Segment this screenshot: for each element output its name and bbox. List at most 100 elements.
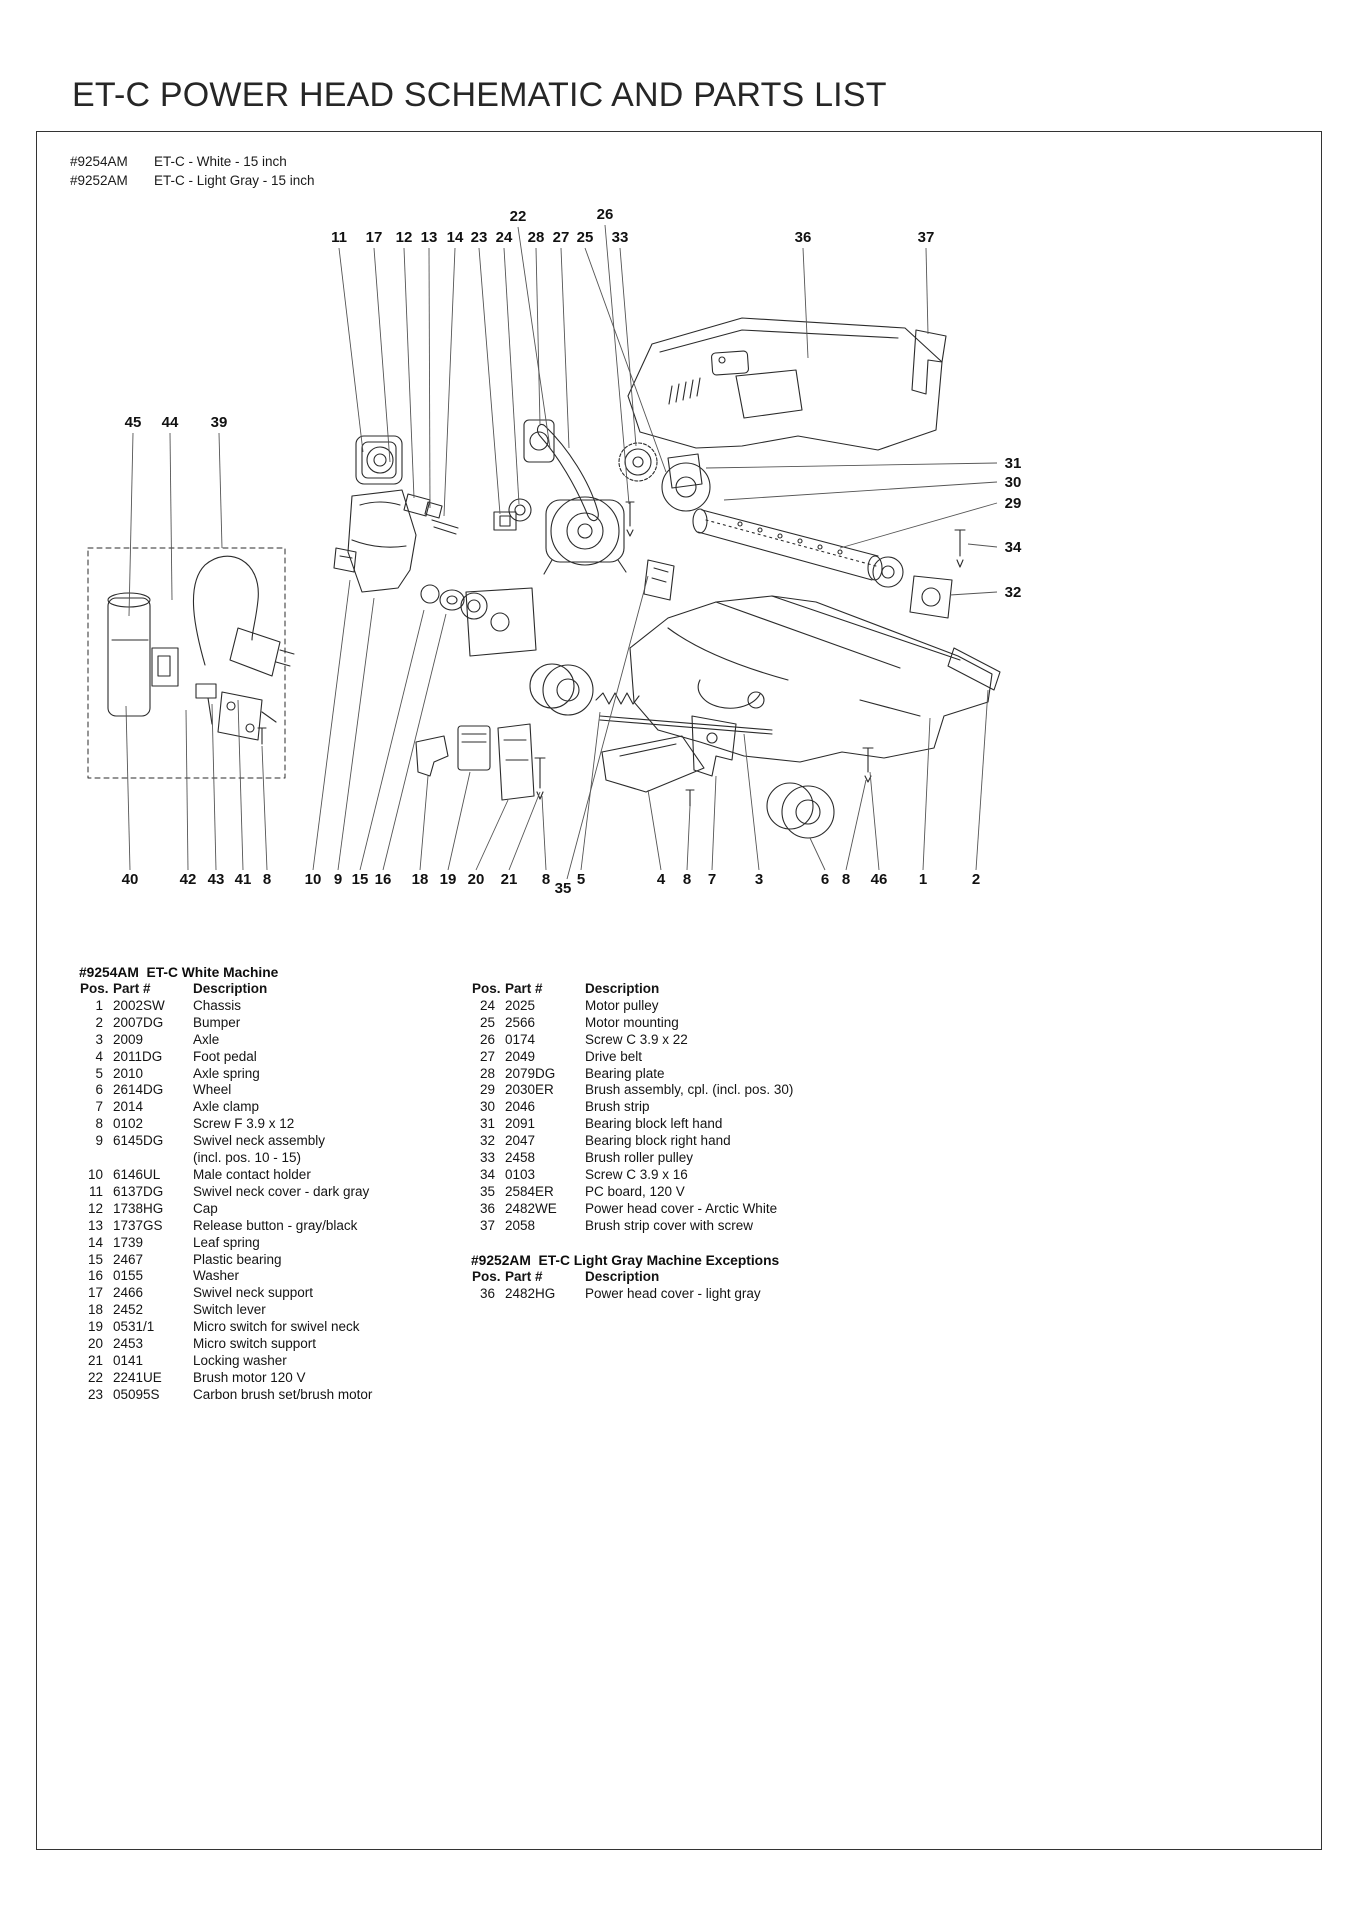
callout-37: 37	[918, 229, 935, 246]
pos-cell: 5	[95, 1065, 103, 1081]
pos-cell: 37	[479, 1217, 495, 1233]
leader-line	[541, 795, 547, 871]
pos-cell: 31	[479, 1116, 495, 1132]
leader-line	[373, 247, 391, 463]
description-cell: Washer	[193, 1268, 240, 1284]
callout-8: 8	[263, 871, 271, 888]
pos-cell: 1	[95, 997, 103, 1013]
leader-line	[566, 575, 649, 880]
leader-line	[535, 247, 541, 425]
part-number-cell: 2614DG	[113, 1082, 164, 1098]
part-number-cell: 2058	[505, 1217, 536, 1233]
part-number-cell: 0155	[113, 1268, 144, 1284]
description-cell: Axle clamp	[193, 1099, 260, 1115]
callout-15: 15	[352, 871, 369, 888]
part-number-cell: 2467	[113, 1251, 144, 1267]
description-cell: Swivel neck assembly	[193, 1133, 326, 1149]
leader-line	[237, 699, 244, 871]
pos-cell: 22	[87, 1369, 103, 1385]
part-number-cell	[113, 1150, 193, 1167]
callout-40: 40	[122, 871, 139, 888]
callout-35: 35	[555, 880, 572, 897]
pos-cell: 20	[87, 1336, 103, 1352]
part-number-cell: 6145DG	[113, 1133, 164, 1149]
part-number-cell: 0103	[505, 1166, 536, 1182]
leader-line	[475, 799, 509, 871]
parts-list-panel: #9254AM ET-C White Machine Pos. Part # D…	[36, 934, 1322, 1850]
leader-line	[967, 543, 998, 548]
model-code: #9252AM	[70, 173, 128, 188]
white-machine-heading: #9254AM ET-C White Machine	[79, 965, 279, 980]
leader-line	[517, 226, 551, 449]
callout-21: 21	[501, 871, 518, 888]
callout-4: 4	[657, 871, 666, 888]
pos-cell: 12	[87, 1200, 103, 1216]
callout-30: 30	[1005, 474, 1022, 491]
pos-cell: 34	[479, 1166, 495, 1182]
model-code: #9254AM	[70, 154, 128, 169]
part-number-cell: 1738HG	[113, 1200, 164, 1216]
description-cell: Brush motor 120 V	[193, 1369, 306, 1385]
part-number-cell: 2030ER	[505, 1082, 554, 1098]
leader-line	[604, 224, 630, 505]
callout-7: 7	[708, 871, 716, 888]
description-cell: Plastic bearing	[193, 1251, 282, 1267]
pos-cell: 15	[87, 1251, 103, 1267]
description-cell: Bumper	[193, 1014, 241, 1030]
part-number-cell: 2002SW	[113, 997, 165, 1013]
pos-cell: 14	[87, 1234, 103, 1250]
callout-44: 44	[162, 414, 179, 431]
table-header: Pos. Part # Description	[471, 1269, 971, 1286]
pos-cell: 26	[479, 1031, 495, 1047]
pos-cell	[79, 1150, 113, 1167]
parts-row: (incl. pos. 10 - 15)	[79, 1150, 469, 1167]
description-cell: Power head cover - Arctic White	[585, 1200, 778, 1216]
callout-6: 6	[821, 871, 829, 888]
description-cell: Axle spring	[193, 1065, 260, 1081]
pos-cell: 18	[87, 1302, 103, 1318]
description-cell: Cap	[193, 1200, 218, 1216]
description-cell: Switch lever	[193, 1302, 266, 1318]
pos-cell: 29	[479, 1082, 495, 1098]
pos-cell: 28	[479, 1065, 495, 1081]
pos-header: Pos.	[472, 1268, 501, 1284]
part-number-cell: 2452	[113, 1302, 144, 1318]
callout-10: 10	[305, 871, 322, 888]
description-header: Description	[585, 981, 660, 996]
parts-row: 28 2079DG Bearing plate	[471, 1066, 971, 1083]
description-header: Description	[193, 981, 268, 996]
part-number-cell: 2079DG	[505, 1065, 556, 1081]
heading-spacer	[471, 964, 971, 981]
pos-cell: 19	[87, 1319, 103, 1335]
leader-line	[169, 432, 173, 601]
description-cell: Motor mounting	[585, 1014, 679, 1030]
part-number-cell: 0174	[505, 1031, 536, 1047]
pos-cell: 17	[87, 1285, 103, 1301]
model-name: ET-C - Light Gray - 15 inch	[154, 173, 315, 188]
part-number-cell: 2482WE	[505, 1200, 557, 1216]
callout-28: 28	[528, 229, 545, 246]
part-number-cell: 0102	[113, 1116, 144, 1132]
pos-header: Pos.	[80, 981, 109, 996]
callout-20: 20	[468, 871, 485, 888]
pos-cell: 10	[87, 1166, 103, 1182]
pos-cell: 36	[479, 1200, 495, 1216]
description-cell: Bearing plate	[585, 1065, 665, 1081]
description-cell: Micro switch for swivel neck	[193, 1319, 360, 1335]
description-cell: Carbon brush set/brush motor	[193, 1386, 373, 1402]
part-number-cell: 1739	[113, 1234, 144, 1250]
callout-26: 26	[597, 206, 614, 223]
